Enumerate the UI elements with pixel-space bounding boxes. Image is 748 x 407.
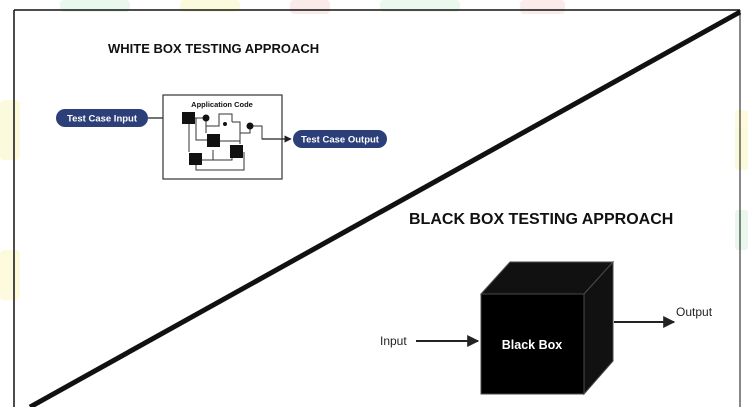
white-box-title: WHITE BOX TESTING APPROACH (108, 41, 319, 56)
input-label: Input (380, 334, 407, 348)
cube-front-face (480, 293, 585, 395)
black-box-cube: Black Box (479, 260, 615, 396)
code-block-square (207, 134, 220, 147)
code-block-square (189, 153, 202, 165)
code-junction-dot (223, 122, 227, 126)
application-code-label: Application Code (191, 100, 253, 109)
cube-label: Black Box (502, 338, 562, 352)
test-case-output-pill: Test Case Output (293, 130, 387, 148)
code-block-square (182, 112, 195, 124)
code-junction-dot (246, 122, 254, 130)
diagonal-divider (28, 9, 742, 407)
test-case-input-pill: Test Case Input (56, 109, 148, 127)
code-junction-dot (202, 114, 210, 122)
test-case-input-label: Test Case Input (67, 114, 138, 125)
test-case-output-label: Test Case Output (301, 135, 380, 146)
black-box-title: BLACK BOX TESTING APPROACH (409, 211, 673, 228)
code-block-square (230, 145, 243, 158)
watermark (0, 0, 748, 300)
output-label: Output (676, 305, 713, 319)
application-code-box: Application Code (162, 94, 292, 180)
